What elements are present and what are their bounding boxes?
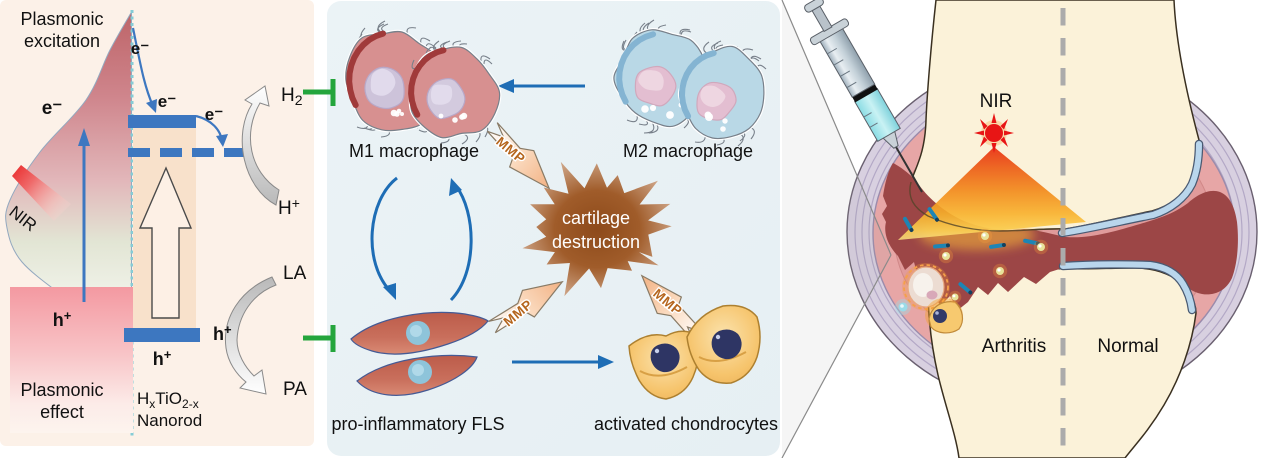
svg-text:Plasmonic: Plasmonic [20, 380, 103, 400]
svg-text:Plasmonic: Plasmonic [20, 9, 103, 29]
svg-text:NIR: NIR [980, 91, 1013, 112]
svg-text:LA: LA [283, 263, 307, 284]
svg-text:Arthritis: Arthritis [982, 336, 1046, 357]
svg-text:activated chondrocytes: activated chondrocytes [594, 414, 778, 434]
svg-text:e⁻: e⁻ [131, 39, 149, 58]
svg-text:M1 macrophage: M1 macrophage [349, 141, 479, 161]
svg-text:cartilage: cartilage [562, 208, 630, 228]
svg-text:Nanorod: Nanorod [137, 411, 202, 430]
svg-text:excitation: excitation [24, 31, 100, 51]
svg-text:M2 macrophage: M2 macrophage [623, 141, 753, 161]
svg-text:e⁻: e⁻ [42, 98, 63, 119]
svg-text:e⁻: e⁻ [158, 92, 176, 111]
svg-text:effect: effect [40, 402, 84, 422]
svg-text:pro-inflammatory FLS: pro-inflammatory FLS [331, 414, 504, 434]
svg-text:PA: PA [283, 379, 307, 400]
svg-text:destruction: destruction [552, 232, 640, 252]
svg-text:Normal: Normal [1097, 336, 1158, 357]
svg-text:e⁻: e⁻ [205, 105, 223, 124]
